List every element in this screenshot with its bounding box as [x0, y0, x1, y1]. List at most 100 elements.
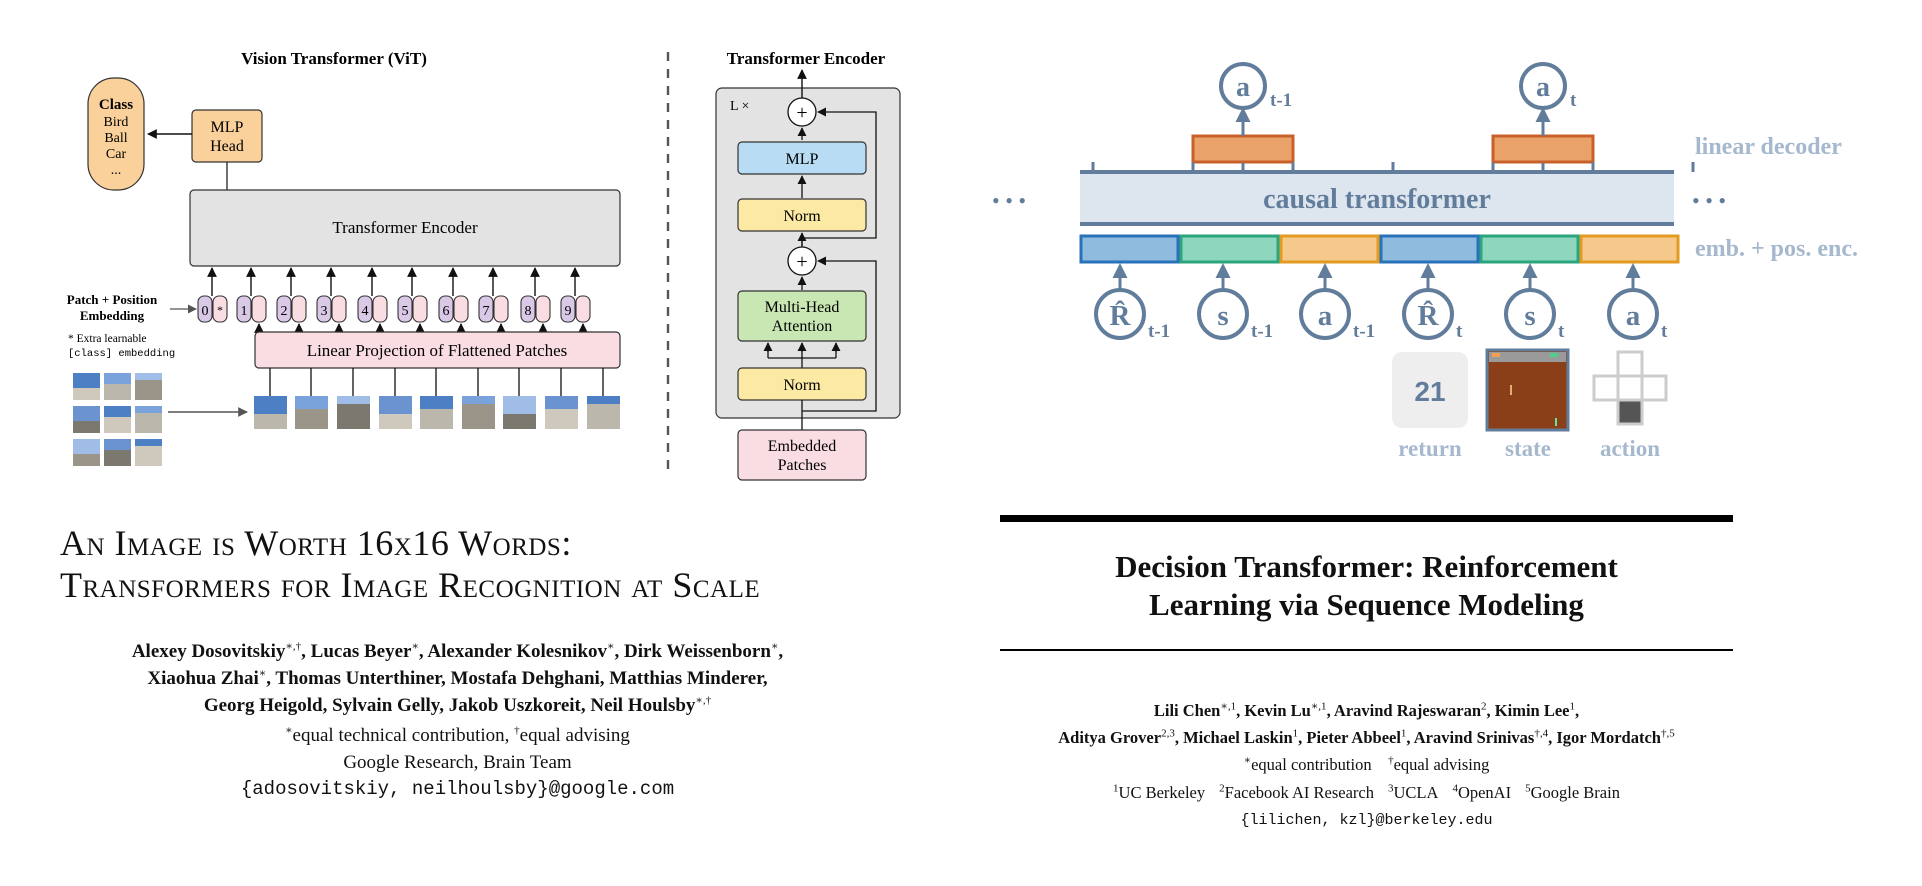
token-symbol: a [1626, 300, 1641, 332]
equal-contribution-note: ∗equal contribution †equal advising [1243, 754, 1490, 774]
affiliation-item: 2Facebook AI Research [1219, 782, 1375, 802]
author-mark: 1 [1292, 727, 1299, 740]
position-embedding-token [316, 295, 332, 323]
author-line: Alexey Dosovitskiy∗,†, Lucas Beyer∗, Ale… [60, 638, 855, 665]
vit-figure-title: Vision Transformer (ViT) [241, 49, 427, 68]
transformer-encoder-label: Transformer Encoder [332, 218, 478, 237]
linear-decoder-label: linear decoder [1695, 134, 1842, 160]
author-mark: 2 [1481, 700, 1487, 713]
dt-meta: ∗equal contribution †equal advising 1UC … [1000, 751, 1733, 835]
author-name: , Igor Mordatch [1548, 728, 1661, 747]
affiliation-item: 4OpenAI [1452, 782, 1512, 802]
token-symbol: a [1318, 300, 1333, 332]
title-line: Transformers for Image Recognition at Sc… [60, 565, 761, 605]
causal-transformer-box [1080, 172, 1674, 224]
affiliation: Google Research, Brain Team [343, 752, 572, 773]
input-token-node [1607, 288, 1659, 340]
mlp-label: MLP [786, 151, 819, 168]
input-token-node [1094, 288, 1146, 340]
patch-token [535, 295, 551, 323]
author-mark: ∗ [258, 667, 267, 680]
class-label: Class [99, 97, 133, 113]
class-item: Car [106, 147, 127, 162]
token-embedding [1279, 234, 1380, 264]
token-subscript: t [1558, 321, 1565, 342]
patch-embedding-label: Patch + Position [67, 292, 158, 307]
author-mark: 2,3 [1161, 727, 1175, 740]
author-mark: †,5 [1660, 727, 1675, 740]
position-embedding-token [197, 295, 213, 323]
linear-decoder-block [1191, 134, 1295, 164]
token-symbol: s [1524, 300, 1535, 332]
class-token [212, 295, 228, 323]
token-embedding [1379, 234, 1480, 264]
position-index: 8 [525, 304, 532, 319]
return-caption: return [1398, 436, 1462, 461]
author-line: Aditya Grover2,3, Michael Laskin1, Piete… [1000, 724, 1733, 751]
causal-transformer-label: causal transformer [1263, 184, 1491, 215]
token-subscript: t-1 [1251, 321, 1273, 342]
norm-top-label: Norm [783, 208, 821, 225]
email-address: {adosovitskiy, neilhoulsby}@google.com [240, 778, 675, 800]
position-embedding-token [520, 295, 536, 323]
author-mark: 1 [1400, 727, 1407, 740]
author-mark: 1 [1569, 700, 1575, 713]
email-address: {lilichen, kzl}@berkeley.edu [1240, 812, 1493, 829]
position-index: 9 [565, 304, 572, 319]
author-mark: ∗ [411, 640, 419, 653]
token-subscript: t [1570, 90, 1577, 111]
author-mark: ∗,1 [1220, 700, 1237, 713]
author-name: , Michael Laskin [1174, 728, 1293, 747]
author-name: , Lucas Beyer [301, 641, 412, 662]
multi-head-attention-box [737, 290, 867, 342]
embedding-row [1079, 234, 1680, 264]
action-caption: action [1600, 436, 1660, 461]
author-name: , Kevin Lu [1236, 701, 1311, 720]
action-output-node [1519, 62, 1567, 110]
position-embedding-token [357, 295, 373, 323]
patch-token [493, 295, 509, 323]
encoder-figure-title: Transformer Encoder [727, 49, 886, 68]
author-mark: ∗,† [285, 640, 302, 653]
transformer-encoder-box [189, 189, 621, 267]
author-line: Georg Heigold, Sylvain Gelly, Jakob Uszk… [60, 692, 855, 719]
patch-embedding-label: Embedding [80, 308, 145, 323]
patch-token [453, 295, 469, 323]
embedded-patches-label: Patches [778, 457, 827, 474]
vit-figure: Vision Transformer (ViT) Class Bird Ball… [67, 49, 901, 481]
author-name: , Pieter Abbeel [1298, 728, 1401, 747]
class-embedding-note: [class] embedding [68, 348, 175, 360]
linear-projection-box [254, 331, 621, 369]
ellipsis-right: • • • [1692, 188, 1726, 213]
class-token-mark: * [217, 303, 223, 317]
input-token-node [1402, 288, 1454, 340]
vit-paper-title: An Image is Worth 16x16 Words: Transform… [60, 522, 940, 606]
author-mark: ∗ [607, 640, 615, 653]
position-index: 1 [241, 304, 248, 319]
state-caption: state [1505, 436, 1551, 461]
residual-add-top [787, 97, 817, 127]
author-name: , Aravind Srinivas [1406, 728, 1535, 747]
plus-sign: + [796, 251, 807, 273]
position-embedding-token [478, 295, 494, 323]
norm-bottom-label: Norm [783, 377, 821, 394]
author-name: Georg Heigold, Sylvain Gelly, Jakob Uszk… [203, 695, 696, 716]
equal-contribution-note: ∗equal technical contribution, †equal ad… [285, 724, 630, 746]
repeat-label: L × [730, 99, 749, 114]
author-mark: ∗ [770, 640, 779, 653]
mlp-head-label: Head [210, 138, 244, 155]
input-token-node [1197, 288, 1249, 340]
token-symbol: a [1536, 72, 1550, 103]
position-index: 2 [281, 304, 288, 319]
position-index: 0 [202, 304, 209, 319]
token-embedding [1179, 234, 1280, 264]
embedded-patches-box [737, 429, 867, 481]
token-subscript: t-1 [1148, 321, 1170, 342]
vit-authors: Alexey Dosovitskiy∗,†, Lucas Beyer∗, Ale… [60, 638, 855, 719]
position-embedding-token [236, 295, 252, 323]
attention-label: Attention [772, 318, 832, 335]
